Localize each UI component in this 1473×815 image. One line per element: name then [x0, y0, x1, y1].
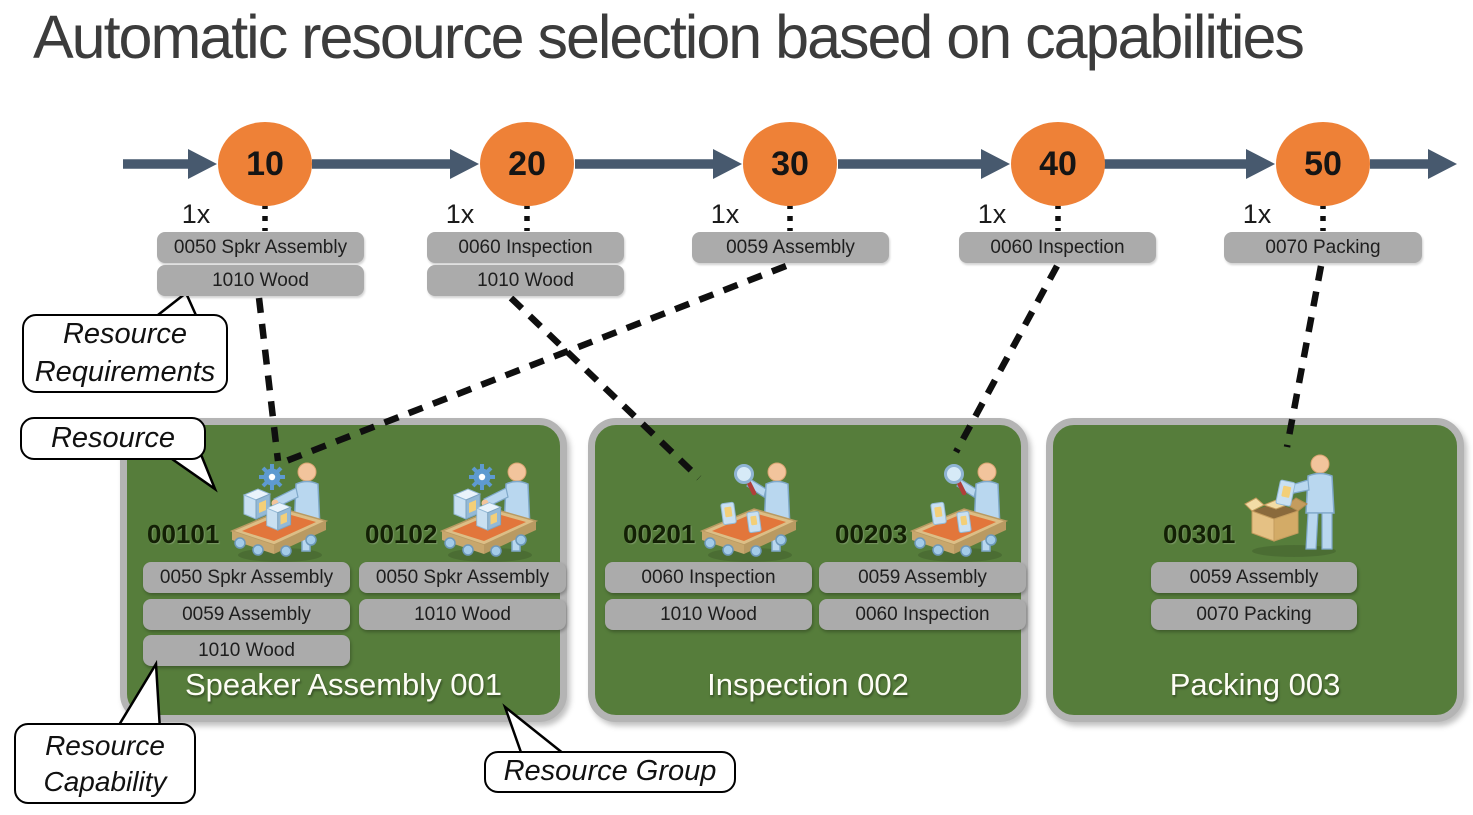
- quantity-label: 1x: [181, 199, 211, 229]
- capability-box: 0060 Inspection: [819, 599, 1026, 630]
- operation-circle-30: 30: [743, 122, 837, 206]
- capability-box: 0060 Inspection: [605, 562, 812, 593]
- capability-box: 0050 Spkr Assembly: [359, 562, 566, 593]
- operation-number: 10: [246, 144, 284, 183]
- requirement-resource-connectors: [255, 262, 1325, 481]
- operation-number: 50: [1304, 144, 1342, 183]
- resource-group-title: Speaker Assembly 001: [184, 667, 503, 702]
- capability-box: 1010 Wood: [605, 599, 812, 630]
- requirement-box: 0060 Inspection: [959, 232, 1156, 263]
- operation-number: 40: [1039, 144, 1077, 183]
- requirement-box: 0070 Packing: [1224, 232, 1422, 263]
- capability-box: 0059 Assembly: [1151, 562, 1357, 593]
- callout-resource-group: Resource Group: [484, 751, 736, 793]
- requirement-box: 1010 Wood: [427, 265, 624, 296]
- capability-box: 0050 Spkr Assembly: [143, 562, 350, 593]
- requirement-box: 0059 Assembly: [692, 232, 889, 263]
- operation-circle-10: 10: [218, 122, 312, 206]
- quantity-label: 1x: [445, 199, 475, 229]
- resource-group-packing: 00301 0059 Assembly 0070 Packing Packing…: [1046, 418, 1464, 722]
- requirement-box: 0060 Inspection: [427, 232, 624, 263]
- quantity-label: 1x: [977, 199, 1007, 229]
- capability-box: 0059 Assembly: [819, 562, 1026, 593]
- resource-id: 00102: [365, 519, 438, 549]
- capability-box: 1010 Wood: [143, 635, 350, 666]
- callout-resource-capability: Resource Capability: [14, 723, 196, 804]
- resource-group-inspection: 00201 00203 0060 Inspection 1010 Wood 00…: [588, 418, 1028, 722]
- resource-group-title: Inspection 002: [707, 667, 909, 702]
- resource-group-title: Packing 003: [1169, 667, 1341, 702]
- operation-circle-20: 20: [480, 122, 574, 206]
- callout-resource-requirements: Resource Requirements: [22, 314, 228, 393]
- quantity-label: 1x: [710, 199, 740, 229]
- capability-box: 1010 Wood: [359, 599, 566, 630]
- requirement-stub-lines: [262, 204, 1326, 231]
- capability-box: 0070 Packing: [1151, 599, 1357, 630]
- operation-number: 20: [508, 144, 546, 183]
- resource-id: 00201: [623, 519, 696, 549]
- requirement-box: 0050 Spkr Assembly: [157, 232, 364, 263]
- page-title: Automatic resource selection based on ca…: [33, 3, 1305, 71]
- operation-circle-50: 50: [1276, 122, 1370, 206]
- resource-id: 00101: [147, 519, 220, 549]
- operation-circle-40: 40: [1011, 122, 1105, 206]
- requirement-box: 1010 Wood: [157, 265, 364, 296]
- resource-id: 00301: [1163, 519, 1236, 549]
- callout-resource: Resource: [20, 417, 206, 460]
- capability-box: 0059 Assembly: [143, 599, 350, 630]
- quantity-label: 1x: [1242, 199, 1272, 229]
- resource-id: 00203: [835, 519, 908, 549]
- operation-number: 30: [771, 144, 809, 183]
